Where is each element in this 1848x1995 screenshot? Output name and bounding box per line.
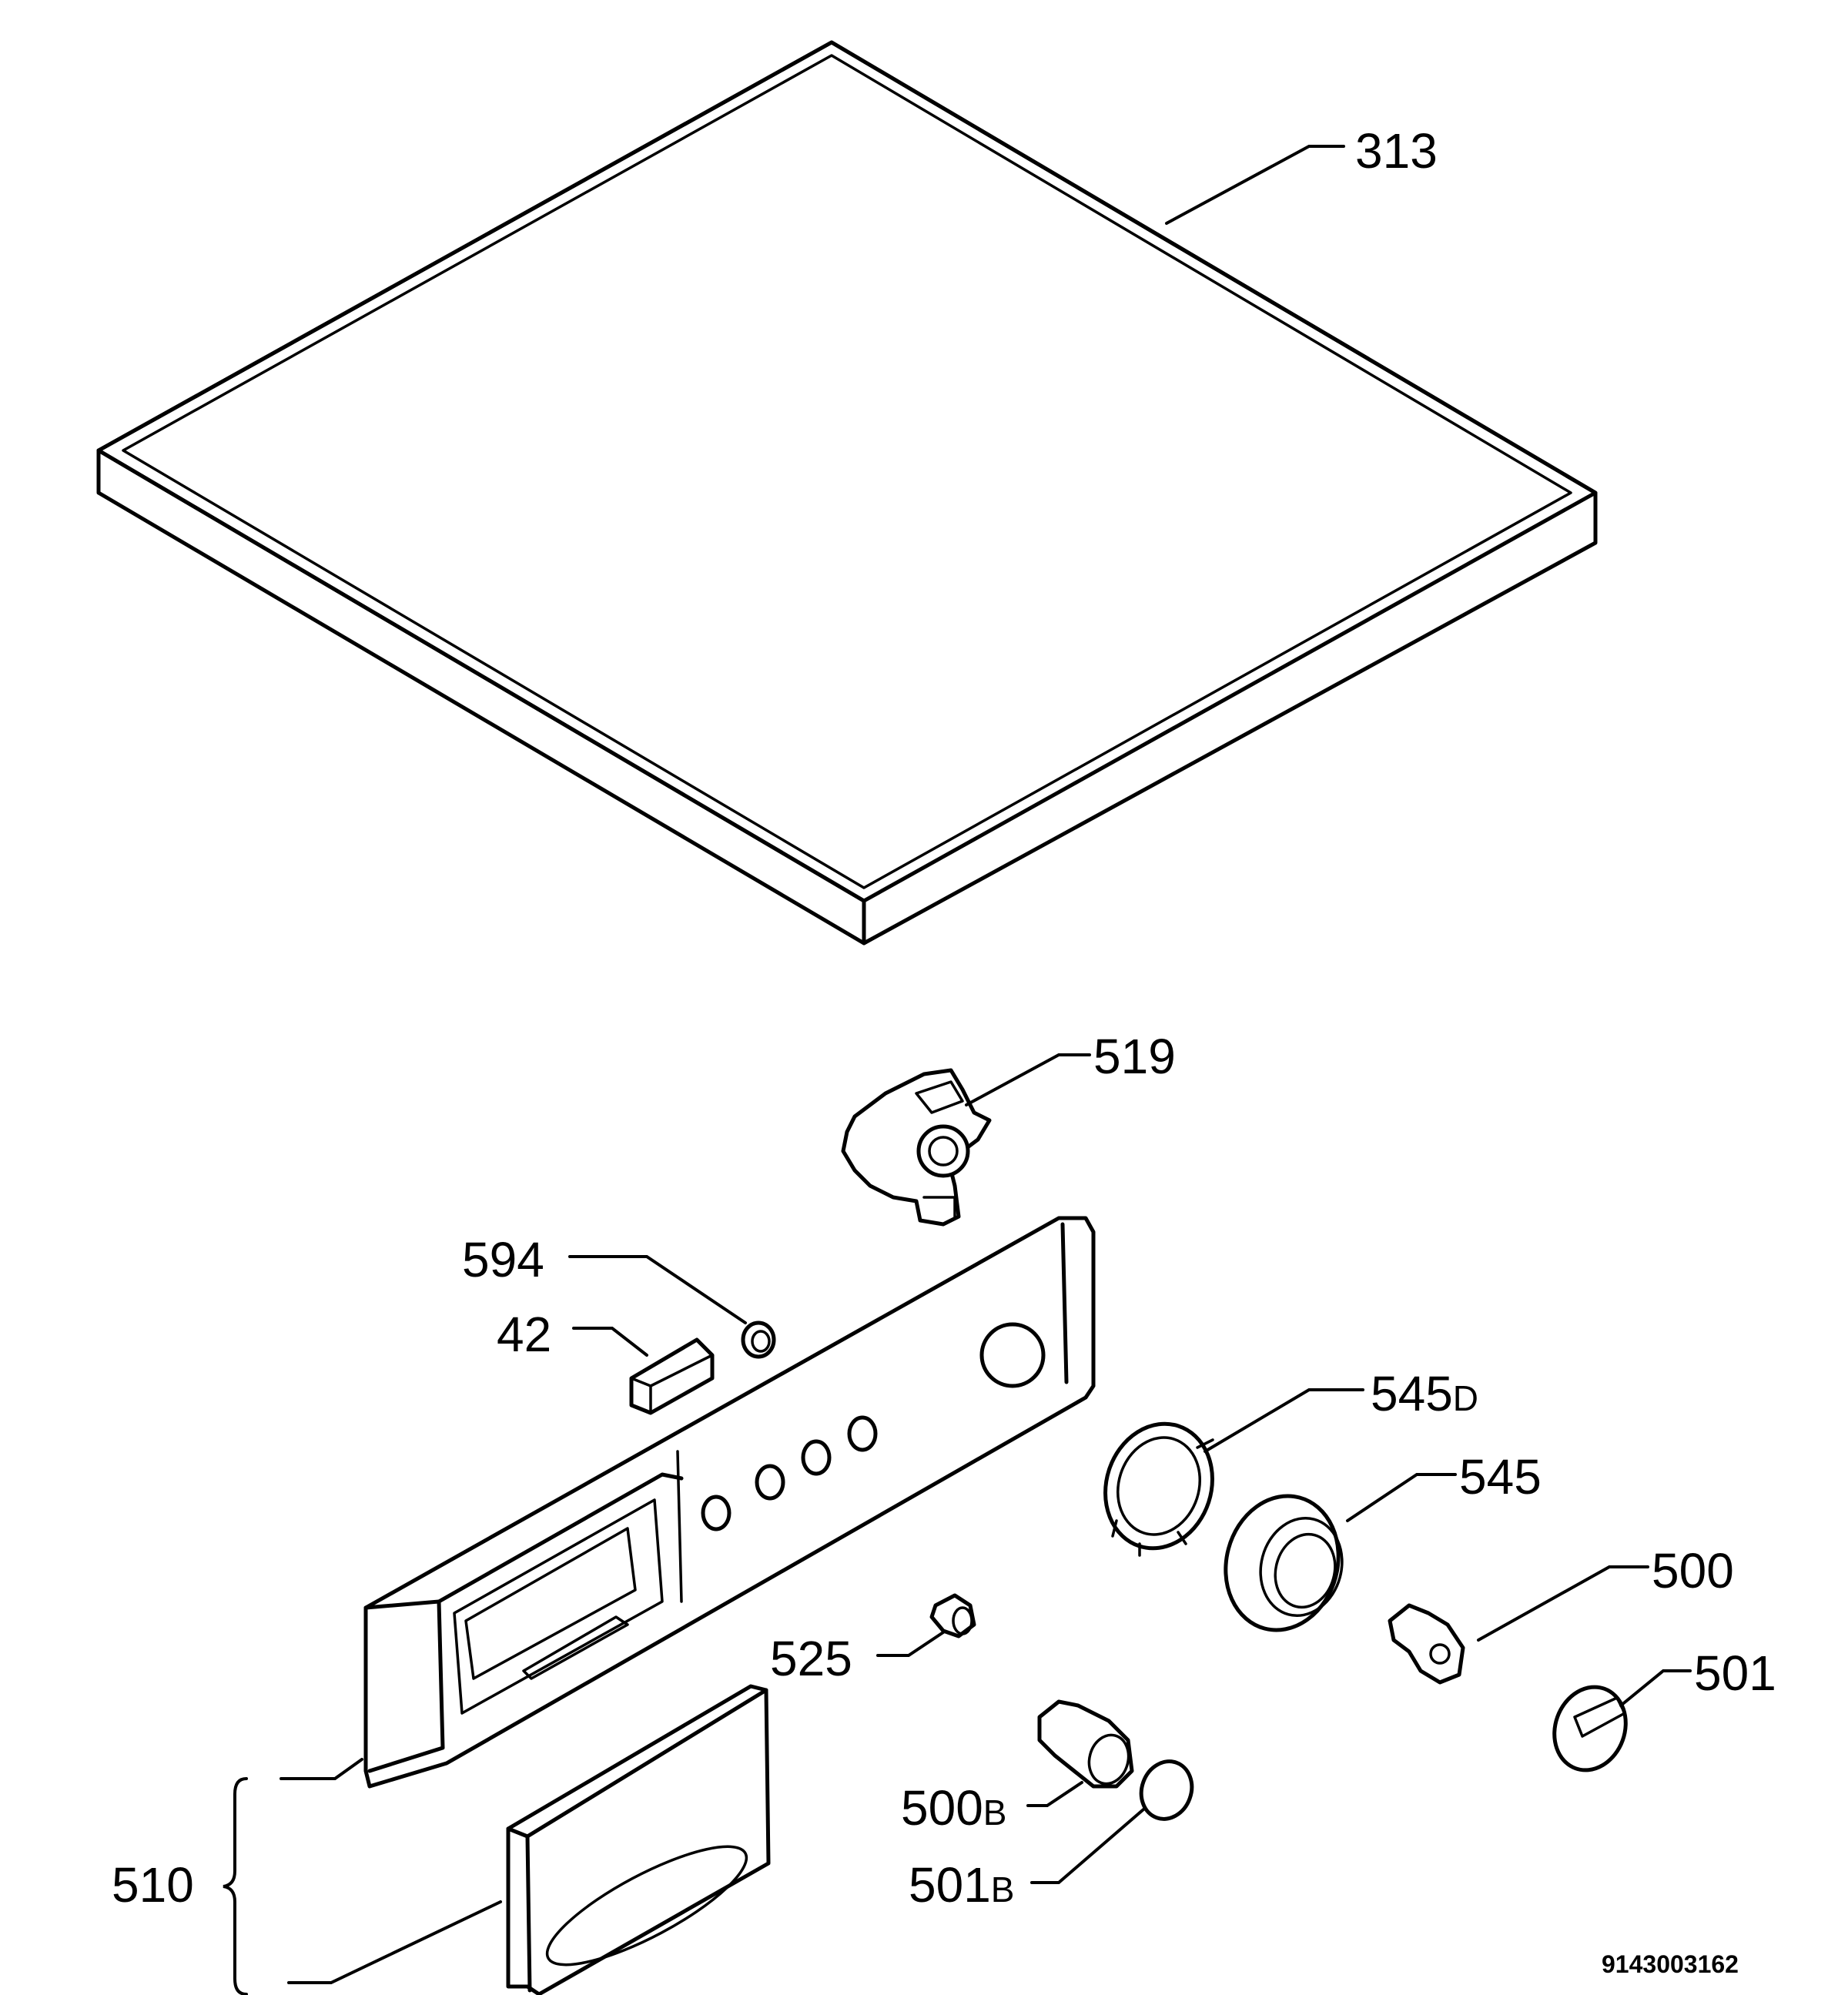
bracket-part [841,1068,992,1227]
button-cap-number: 501 [909,1857,991,1913]
drawing-code: 9143003162 [1602,1950,1739,1978]
button-shaft-leader [1026,1781,1083,1807]
knob-shaft-part [1388,1603,1465,1685]
switch-leader [572,1327,648,1357]
knob-ring-holder-number: 545 [1371,1366,1453,1421]
control-panel-label: 510 [112,1857,194,1913]
button-shaft-suffix: B [983,1792,1007,1833]
button-cap-leader [1030,1808,1145,1884]
button-cap-part [1139,1759,1194,1821]
dispenser-drawer-part [506,1684,771,1995]
knob-ring-holder-leader [1204,1388,1364,1453]
top-cover-leader [1165,145,1345,225]
knob-ring-holder-label: 545D [1371,1366,1478,1421]
switch-label: 42 [497,1307,551,1362]
light-pipe-part [929,1593,976,1639]
control-panel-part [363,1216,1096,1789]
switch-part [629,1337,715,1415]
bracket-label: 519 [1093,1029,1176,1084]
top-cover-part [96,40,1598,946]
knob-leader [1619,1669,1692,1707]
knob-ring-leader [1346,1473,1457,1522]
button-shaft-label: 500B [901,1780,1006,1836]
knob-ring-holder-suffix: D [1453,1378,1478,1418]
lamp-part [741,1321,776,1359]
lamp-label: 594 [462,1232,544,1287]
knob-label: 501 [1694,1645,1776,1701]
knob-shaft-leader [1477,1565,1649,1642]
lamp-leader [568,1255,747,1324]
button-cap-suffix: B [991,1869,1015,1910]
light-pipe-label: 525 [770,1631,852,1686]
top-cover-label: 313 [1355,123,1438,179]
knob-ring-part [1224,1494,1344,1632]
knob-ring-holder-part [1103,1421,1214,1557]
group-brace [223,1758,502,1995]
light-pipe-leader [876,1631,945,1657]
button-cap-label: 501B [909,1857,1014,1913]
knob-ring-label: 545 [1459,1449,1542,1505]
bracket-leader [965,1053,1091,1106]
knob-part [1552,1685,1628,1772]
button-shaft-number: 500 [901,1780,983,1836]
button-shaft-part [1037,1699,1134,1789]
knob-shaft-label: 500 [1652,1543,1734,1598]
